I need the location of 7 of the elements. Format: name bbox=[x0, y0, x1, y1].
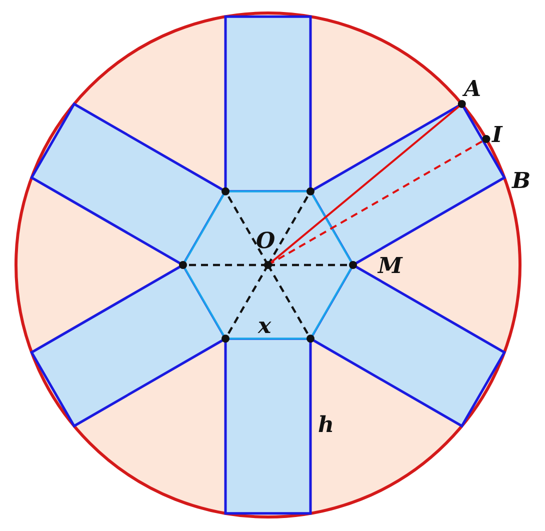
point-label: M bbox=[378, 253, 402, 279]
point-label: O bbox=[256, 228, 276, 254]
point-label: x bbox=[258, 313, 272, 339]
point-label: h bbox=[318, 412, 334, 438]
point-label: I bbox=[492, 122, 502, 148]
point-label: B bbox=[512, 168, 531, 194]
point-label: A bbox=[464, 76, 482, 102]
